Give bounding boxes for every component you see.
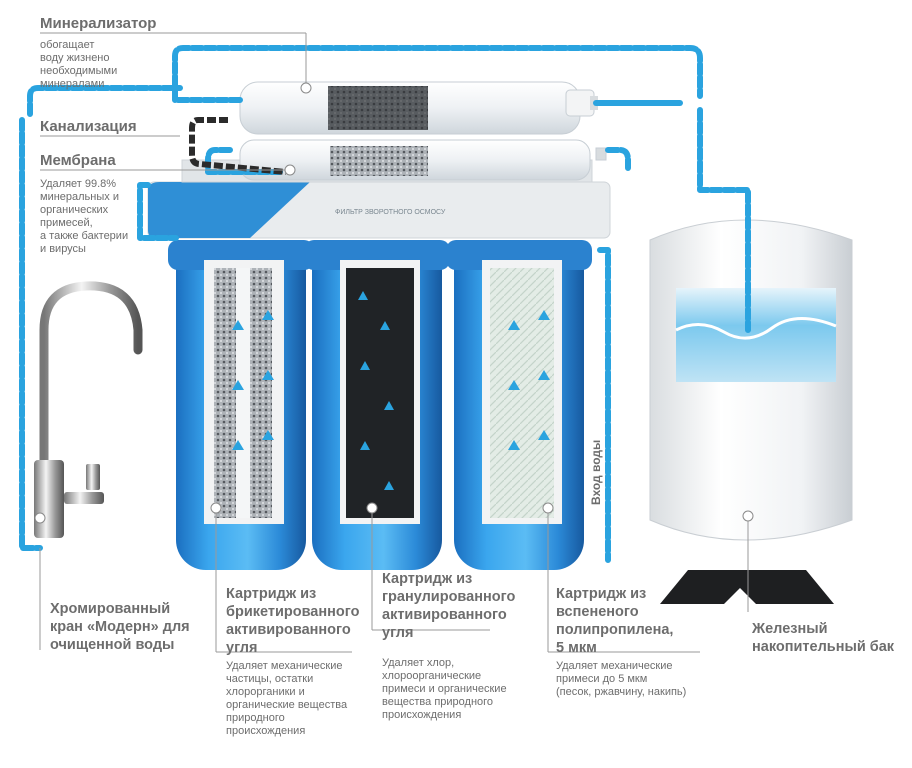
drain-title: Канализация xyxy=(40,118,137,135)
cartridge-2-title: Картридж из гранулированного активирован… xyxy=(382,571,516,641)
mineralizer-desc: обогащает воду жизнено необходимыми мине… xyxy=(40,39,118,90)
filter-flask-3 xyxy=(446,240,592,570)
cartridge-3-title: Картридж из вспененого полипропилена, 5 … xyxy=(556,586,674,656)
housing-label: ФИЛЬТР ЗВОРОТНОГО ОСМОСУ xyxy=(335,209,446,216)
housing-blue-accent xyxy=(148,182,310,238)
mineralizer-title: Минерализатор xyxy=(40,15,157,32)
membrane-desc: Удаляет 99.8% минеральных и органических… xyxy=(40,178,129,255)
leader-lines xyxy=(39,32,749,653)
storage-tank xyxy=(649,219,853,604)
water-input-label: Вход воды xyxy=(589,440,603,505)
cartridge-3-desc: Удаляет механические примеси до 5 мкм (п… xyxy=(556,660,687,698)
faucet-title: Хромированный кран «Модерн» для очищенно… xyxy=(50,601,190,653)
filter-flask-1 xyxy=(168,240,314,570)
filter-flask-2 xyxy=(304,240,450,570)
tank-title: Железный накопительный бак xyxy=(752,621,895,655)
mineralizer-cartridge xyxy=(239,81,598,135)
cartridge-2-desc: Удаляет хлор, хлороорганические примеси … xyxy=(382,657,507,721)
leader-dots xyxy=(34,82,754,524)
pipes xyxy=(19,45,751,563)
cartridge-1-desc: Удаляет механические частицы, остатки хл… xyxy=(226,660,348,737)
chrome-faucet xyxy=(34,281,143,538)
membrane-cartridge xyxy=(239,139,607,181)
flow-arrows xyxy=(232,291,550,490)
cartridge-1-title: Картридж из брикетированного активирован… xyxy=(226,586,360,656)
drain-pipe xyxy=(189,117,287,175)
membrane-title: Мембрана xyxy=(40,152,116,169)
